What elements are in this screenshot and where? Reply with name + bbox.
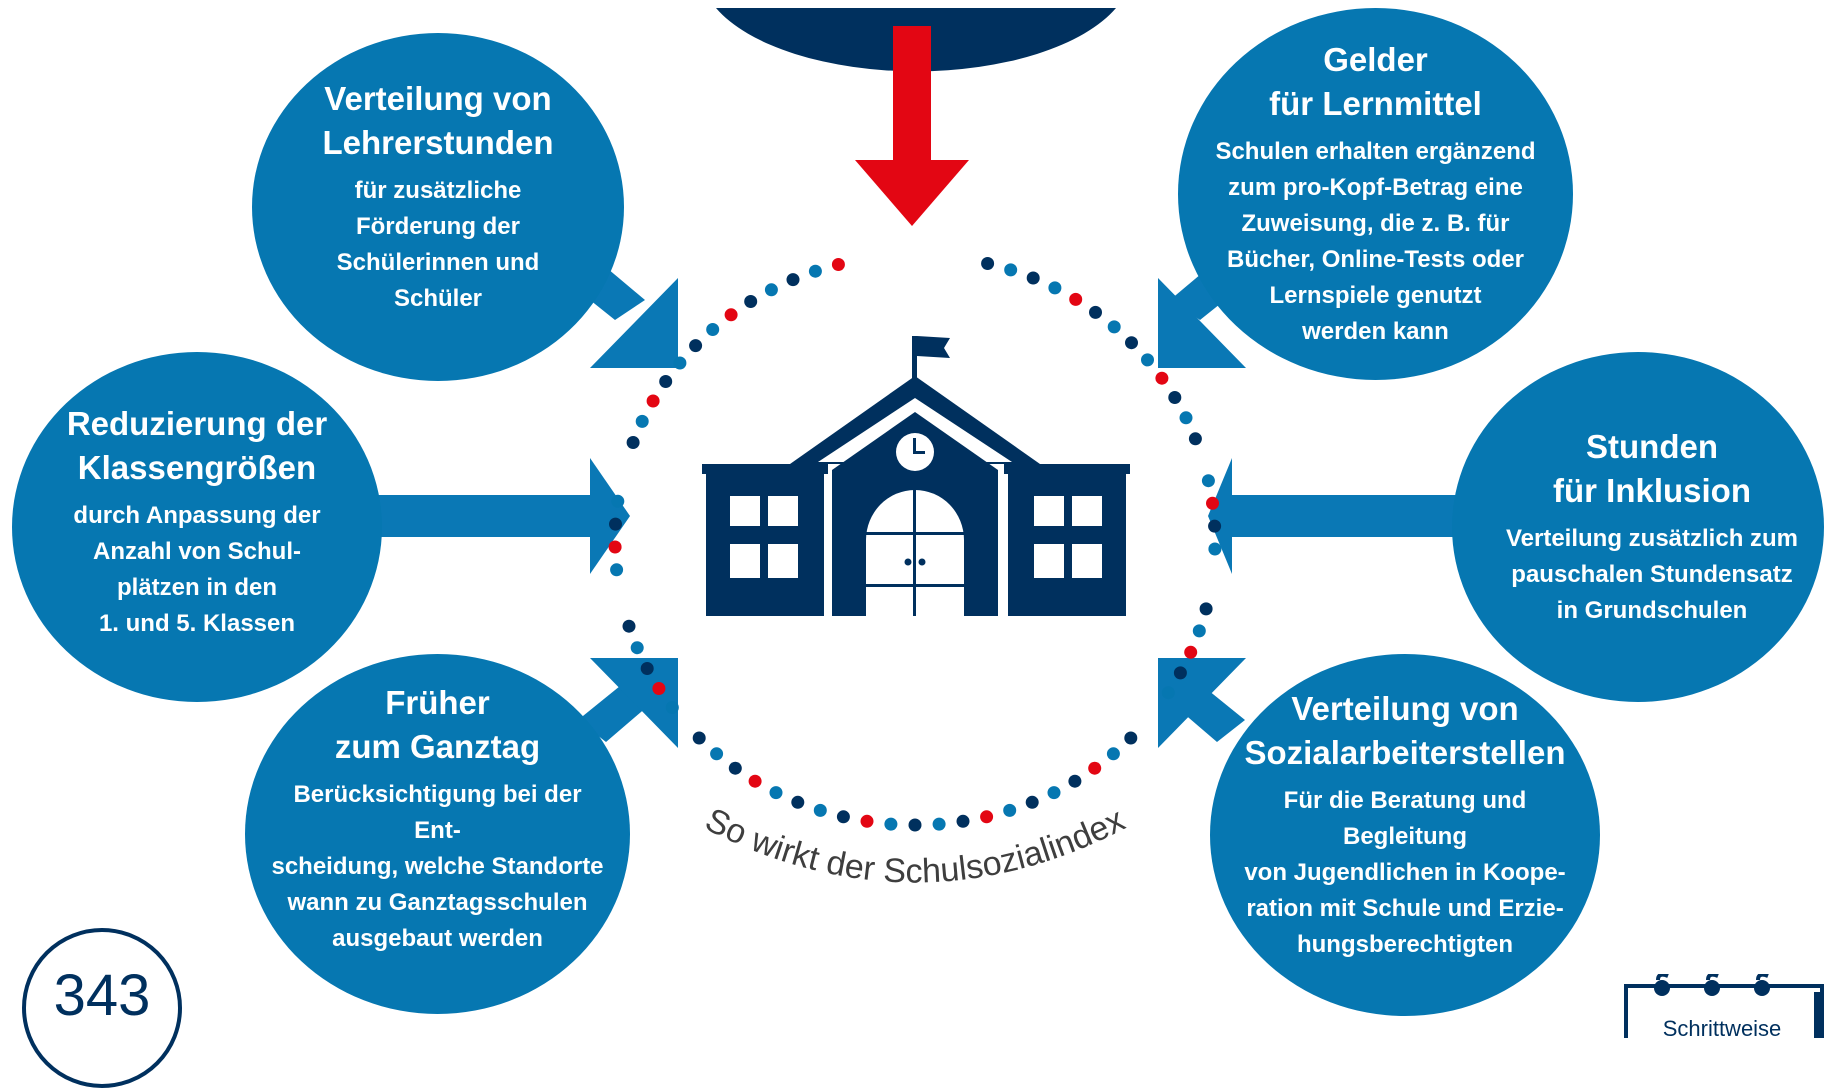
ring-dot: [635, 414, 649, 428]
ring-dot: [1201, 474, 1215, 488]
measure-lehrerstunden: Verteilung von Lehrerstunden für zusätzl…: [252, 33, 624, 381]
school-building-icon: [702, 336, 1130, 616]
ring-dot: [1025, 795, 1039, 809]
ring-dot: [1155, 371, 1169, 385]
ring-dot: [659, 375, 673, 388]
arrow-from-ganztag: [578, 658, 678, 748]
ring-dot: [652, 682, 666, 695]
measure-title: Verteilung von Lehrerstunden: [322, 80, 554, 161]
ring-dot: [1184, 645, 1198, 659]
dotted-ring: [608, 257, 1222, 832]
ring-dot: [724, 308, 738, 322]
ring-dot: [1068, 774, 1082, 788]
measure-description: für zusätzliche Förderung der Schülerinn…: [336, 177, 540, 312]
ring-dot: [744, 295, 758, 308]
ring-dot: [813, 803, 827, 817]
ring-dot: [630, 641, 644, 655]
measure-sozialarbeit: Verteilung von Sozialarbeiterstellen Für…: [1210, 654, 1600, 1016]
ring-dot: [1208, 542, 1222, 556]
page-number: 343: [53, 963, 151, 1028]
measure-description: Schulen erhalten ergänzend zum pro-Kopf-…: [1215, 138, 1536, 345]
ring-dot: [608, 540, 622, 554]
diagram-graphics: So wirkt der Schulsozialindex: [372, 8, 1470, 891]
ring-dot: [1069, 292, 1083, 306]
ring-dot: [692, 731, 706, 745]
arrow-from-inklusion: [1208, 458, 1470, 574]
ring-dot: [1199, 602, 1213, 616]
ring-dot: [673, 356, 687, 370]
ring-dot: [786, 273, 800, 287]
measure-lernmittel: Gelder für Lernmittel Schulen erhalten e…: [1178, 8, 1573, 380]
measure-inklusion: Stunden für Inklusion Verteilung zusätzl…: [1452, 352, 1824, 702]
ring-dot: [1168, 391, 1182, 404]
ring-dot: [610, 563, 624, 577]
ring-dot: [626, 436, 640, 449]
ring-dot: [1173, 666, 1187, 680]
ring-dot: [884, 817, 898, 831]
ring-dot: [706, 323, 720, 336]
measure-description: Verteilung zusätzlich zum pauschalen Stu…: [1505, 525, 1799, 624]
diagram-caption: So wirkt der Schulsozialindex: [699, 801, 1130, 891]
ring-dot: [932, 817, 946, 831]
ring-dot: [980, 810, 994, 824]
ring-dot: [831, 258, 845, 271]
ring-dot: [1004, 263, 1018, 277]
ring-dot: [956, 814, 970, 828]
measure-klassengroessen: Reduzierung der Klassengrößen durch Anpa…: [12, 352, 382, 702]
ring-dot: [1026, 271, 1040, 285]
ring-dot: [1161, 686, 1175, 700]
ring-dot: [791, 795, 805, 809]
ring-dot: [1048, 281, 1062, 295]
notepad-label: Schrittweise: [1663, 1016, 1782, 1038]
notepad-icon: Schrittweise: [1624, 974, 1824, 1038]
ring-dot: [1107, 320, 1121, 334]
ring-dot: [1179, 411, 1193, 425]
measure-title: Früher zum Ganztag: [334, 684, 541, 765]
ring-dot: [622, 619, 636, 633]
ring-dot: [710, 747, 724, 761]
ring-dot: [609, 517, 622, 531]
measure-ganztag: Früher zum Ganztag Berücksichtigung bei …: [245, 654, 630, 1014]
ring-dot: [728, 761, 742, 775]
ring-dot: [1206, 496, 1219, 510]
measure-description: durch Anpassung der Anzahl von Schul- pl…: [73, 502, 321, 637]
ring-dot: [1125, 336, 1138, 350]
ring-dot: [981, 257, 995, 270]
ring-dot: [689, 339, 703, 353]
ring-dot: [611, 494, 625, 508]
ring-dot: [1188, 432, 1202, 446]
ring-dot: [769, 786, 783, 800]
ring-dot: [1208, 519, 1222, 533]
schulsozialindex-diagram: So wirkt der Schulsozialindex Verteilung…: [12, 8, 1824, 1088]
measure-title: Verteilung von Sozialarbeiterstellen: [1244, 690, 1566, 771]
measure-description: Für die Beratung und Begleitung von Juge…: [1244, 787, 1566, 958]
measure-title: Gelder für Lernmittel: [1269, 41, 1482, 122]
ring-dot: [646, 394, 660, 408]
arrow-from-klassengroessen: [372, 458, 630, 574]
ring-dot: [1088, 761, 1102, 775]
ring-dot: [1141, 353, 1154, 367]
ring-dot: [665, 701, 679, 714]
ring-dot: [1003, 803, 1017, 817]
ring-dot: [860, 814, 874, 828]
red-down-arrow: [855, 26, 969, 226]
ring-dot: [908, 818, 922, 832]
measure-title: Reduzierung der Klassengrößen: [66, 405, 328, 486]
ring-dot: [1047, 786, 1061, 800]
page-number-badge: 343: [22, 928, 182, 1088]
ring-dot: [1124, 731, 1138, 745]
measure-description: Berücksichtigung bei der Ent- scheidung,…: [271, 781, 604, 952]
ring-dot: [808, 264, 822, 278]
ring-dot: [1106, 747, 1120, 761]
arrow-from-sozialarbeit: [1158, 658, 1246, 748]
ring-dot: [1192, 624, 1206, 638]
measure-title: Stunden für Inklusion: [1553, 428, 1751, 509]
ring-dot: [764, 283, 778, 297]
ring-dot: [1089, 305, 1102, 319]
diagram-caption-text: So wirkt der Schulsozialindex: [699, 801, 1130, 891]
ring-dot: [836, 810, 850, 824]
ring-dot: [640, 662, 654, 675]
ring-dot: [748, 774, 762, 788]
